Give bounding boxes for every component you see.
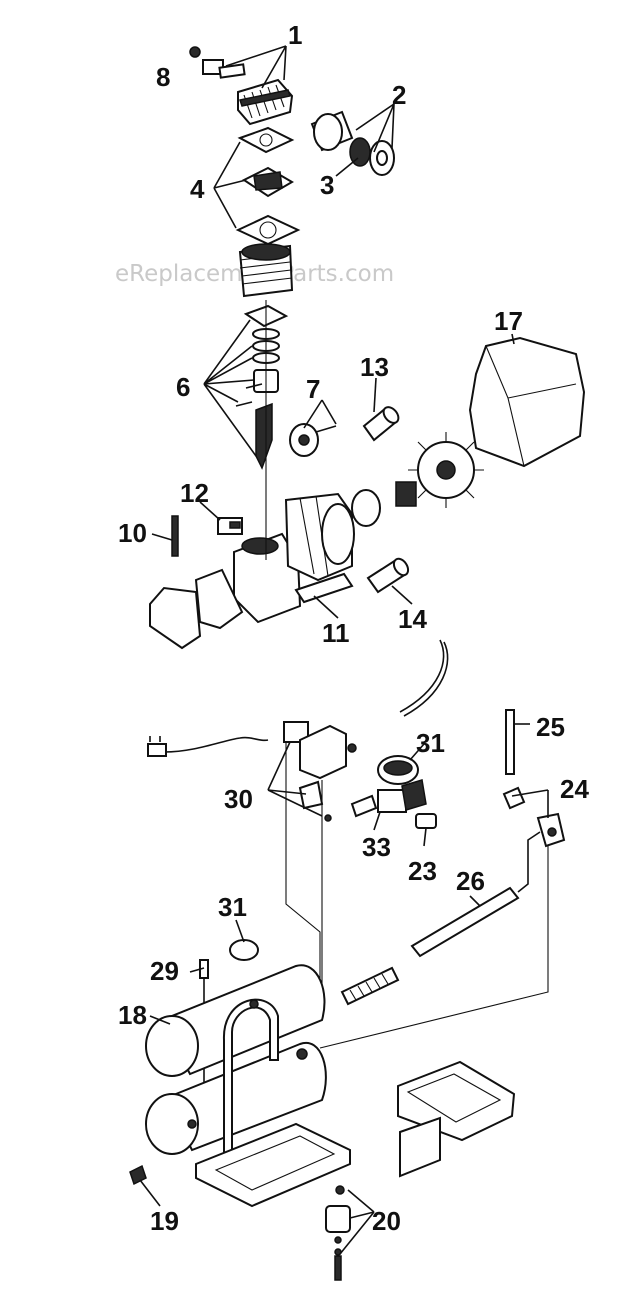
part-hose-spring [340, 966, 400, 1006]
part-12-switch [217, 517, 243, 535]
callout-1: 1 [288, 20, 302, 50]
callout-11: 11 [322, 618, 350, 648]
part-base-frame [195, 1122, 351, 1208]
callout-17: 17 [494, 306, 523, 336]
part-19-drain-valve [129, 1164, 147, 1186]
callout-24: 24 [560, 774, 589, 804]
part-2-bearing-assembly [310, 110, 395, 176]
callout-18: 18 [118, 1000, 147, 1030]
callout-10: 10 [118, 518, 147, 548]
callout-29: 29 [150, 956, 179, 986]
part-13-capacitor [362, 406, 400, 442]
part-11-motor-crankcase [233, 492, 355, 624]
callout-8: 8 [156, 62, 170, 92]
callout-labels: 1 2 3 4 6 7 8 10 11 12 13 14 17 18 19 20… [118, 20, 589, 1236]
callout-2: 2 [392, 80, 406, 110]
part-25-discharge-tube [505, 709, 515, 775]
callout-31-bottom: 31 [218, 892, 247, 922]
callout-leaders [139, 45, 549, 1255]
callout-31-top: 31 [416, 728, 445, 758]
part-23-valve [415, 813, 437, 829]
part-24-check-valve [502, 786, 566, 848]
callout-4: 4 [190, 174, 205, 204]
callout-26: 26 [456, 866, 485, 896]
part-31-gauge-bottom [229, 939, 259, 961]
part-1-cylinder-head [237, 78, 294, 126]
callout-30: 30 [224, 784, 253, 814]
part-cylinder [238, 243, 294, 298]
cord-and-pressure-switch [147, 721, 357, 822]
callout-19: 19 [150, 1206, 179, 1236]
callout-7: 7 [306, 374, 320, 404]
callout-23: 23 [408, 856, 437, 886]
callout-13: 13 [360, 352, 389, 382]
part-33-manifold [350, 779, 427, 818]
callout-20: 20 [372, 1206, 401, 1236]
part-fan [351, 432, 484, 527]
callout-12: 12 [180, 478, 209, 508]
callout-25: 25 [536, 712, 565, 742]
callout-3: 3 [320, 170, 334, 200]
part-mounting-bracket [397, 1060, 516, 1178]
part-26-tube [410, 831, 541, 958]
part-8-valve-clip [189, 46, 246, 79]
part-10-air-filter [149, 515, 244, 650]
assembly-leader-lines [265, 300, 549, 1049]
part-20-rubber-foot [325, 1185, 351, 1281]
callout-33: 33 [362, 832, 391, 862]
part-14-capacitor [366, 557, 410, 594]
part-4-gasket-valve-plate [235, 126, 301, 246]
part-17-shroud [468, 336, 586, 468]
part-7-eccentric [289, 423, 337, 457]
callout-14: 14 [398, 604, 427, 634]
outlet-tube [399, 639, 449, 717]
part-31-gauge-top [377, 755, 419, 785]
callout-6: 6 [176, 372, 190, 402]
